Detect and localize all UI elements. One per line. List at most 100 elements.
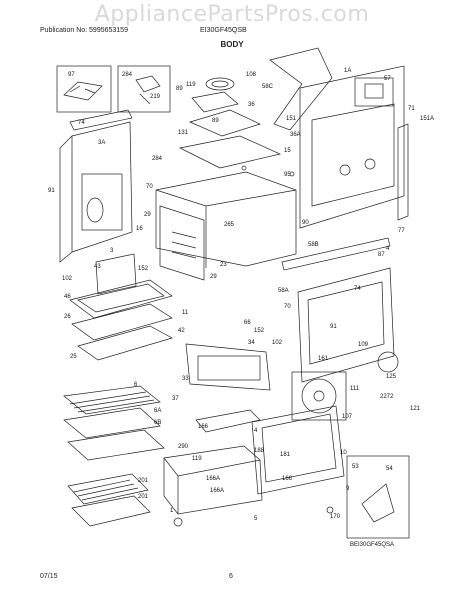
- part-label: 57: [384, 76, 391, 82]
- part-label: 95: [284, 172, 291, 178]
- part-label: 36A: [290, 132, 301, 138]
- part-label: 97: [68, 72, 75, 78]
- part-label: 201: [138, 478, 149, 484]
- page-title: BODY: [220, 40, 244, 49]
- part-label: 181: [280, 452, 291, 458]
- part-label: 4: [386, 246, 390, 252]
- part-label: 23: [220, 262, 227, 268]
- part-label: 102: [272, 340, 283, 346]
- inset-box-53: [346, 455, 410, 539]
- part-label: 11: [182, 310, 189, 316]
- part-label: 131: [178, 130, 189, 136]
- part-label: 90: [302, 220, 309, 226]
- part-label: 15: [284, 148, 291, 154]
- part-label: 46: [64, 294, 71, 300]
- part-label: 1: [170, 508, 174, 514]
- footer-date: 07/15: [40, 573, 58, 580]
- drawer-rail: [195, 409, 261, 433]
- part-label: 1A: [344, 68, 351, 74]
- broil-pan-insert: [71, 303, 173, 341]
- part-label: 6A: [154, 408, 161, 414]
- part-label: 151: [286, 116, 297, 122]
- oven-cavity: [155, 171, 297, 267]
- part-label: 151A: [420, 116, 434, 122]
- part-label: 29: [144, 212, 151, 218]
- inset-box-97: [56, 65, 112, 113]
- part-label: 3A: [98, 140, 105, 146]
- part-label: 2272: [380, 394, 394, 400]
- side-rail: [281, 237, 391, 271]
- grill-pan-insert: [67, 473, 149, 505]
- vent-duct: [269, 47, 333, 131]
- rear-panel: [299, 65, 405, 229]
- part-label: 74: [78, 120, 85, 126]
- part-label: 152: [138, 266, 149, 272]
- model-number: EI30GF45QSB: [200, 27, 247, 34]
- part-label: 161: [318, 356, 329, 362]
- part-label: 16: [136, 226, 143, 232]
- vent-trim: [188, 109, 261, 137]
- burner-assembly: [205, 77, 235, 91]
- part-label: 9: [346, 486, 350, 492]
- part-label: 37: [172, 396, 179, 402]
- part-label: 89: [176, 86, 183, 92]
- part-label: 284: [152, 156, 163, 162]
- part-label: 58C: [262, 84, 274, 90]
- part-label: 74: [354, 286, 361, 292]
- lower-side-frame: [297, 267, 395, 383]
- part-label: 33: [182, 376, 189, 382]
- part-label: 107: [342, 414, 353, 420]
- part-label: 43: [94, 264, 101, 270]
- part-label: 284: [122, 72, 133, 78]
- drawer-frame: [251, 405, 345, 495]
- part-label: 201: [138, 494, 149, 500]
- part-label: 170: [330, 514, 341, 520]
- part-label: 89: [212, 118, 219, 124]
- part-label: 166A: [206, 476, 220, 482]
- part-label: 77: [398, 228, 405, 234]
- part-label: 166: [282, 476, 293, 482]
- broil-pan: [69, 279, 173, 319]
- part-label: 87: [378, 252, 385, 258]
- part-label: 36: [248, 102, 255, 108]
- part-label: 166: [198, 424, 209, 430]
- convection-fan-cover: [291, 371, 347, 421]
- part-label: 54: [386, 466, 393, 472]
- grill-pan: [71, 495, 151, 527]
- part-label: 10: [340, 450, 347, 456]
- part-label: 108: [246, 72, 257, 78]
- part-label: 29: [210, 274, 217, 280]
- part-label: 42: [178, 328, 185, 334]
- part-label: 91: [330, 324, 337, 330]
- part-label: 125: [386, 374, 397, 380]
- part-label: 109: [358, 342, 369, 348]
- part-label: 188: [254, 448, 265, 454]
- footer-page: 6: [229, 573, 233, 580]
- model-tag-label: BEI30GF45QSA: [350, 542, 394, 548]
- part-label: 4: [254, 428, 258, 434]
- part-label: 102: [62, 276, 73, 282]
- part-label: 5: [254, 516, 258, 522]
- oven-rack: [63, 385, 161, 415]
- inset-box-284: [117, 65, 171, 113]
- door-side-panel: [59, 135, 73, 263]
- drawer-box: [163, 445, 261, 477]
- part-label: 58A: [278, 288, 289, 294]
- inset-box-57: [354, 77, 394, 107]
- oven-top: [178, 135, 282, 169]
- part-label: 34: [248, 340, 255, 346]
- part-label: 111: [350, 386, 360, 392]
- part-label: 121: [410, 406, 421, 412]
- part-label: 66: [244, 320, 251, 326]
- part-label: 71: [408, 106, 415, 112]
- part-label: 6B: [154, 420, 161, 426]
- part-label: 58B: [308, 242, 319, 248]
- drawer-front: [185, 343, 271, 391]
- part-label: 6: [134, 382, 138, 388]
- part-label: 119: [192, 456, 202, 462]
- door-outer-panel: [71, 121, 133, 253]
- part-label: 53: [352, 464, 359, 470]
- publication-number: Publication No: 5995653159: [40, 27, 128, 34]
